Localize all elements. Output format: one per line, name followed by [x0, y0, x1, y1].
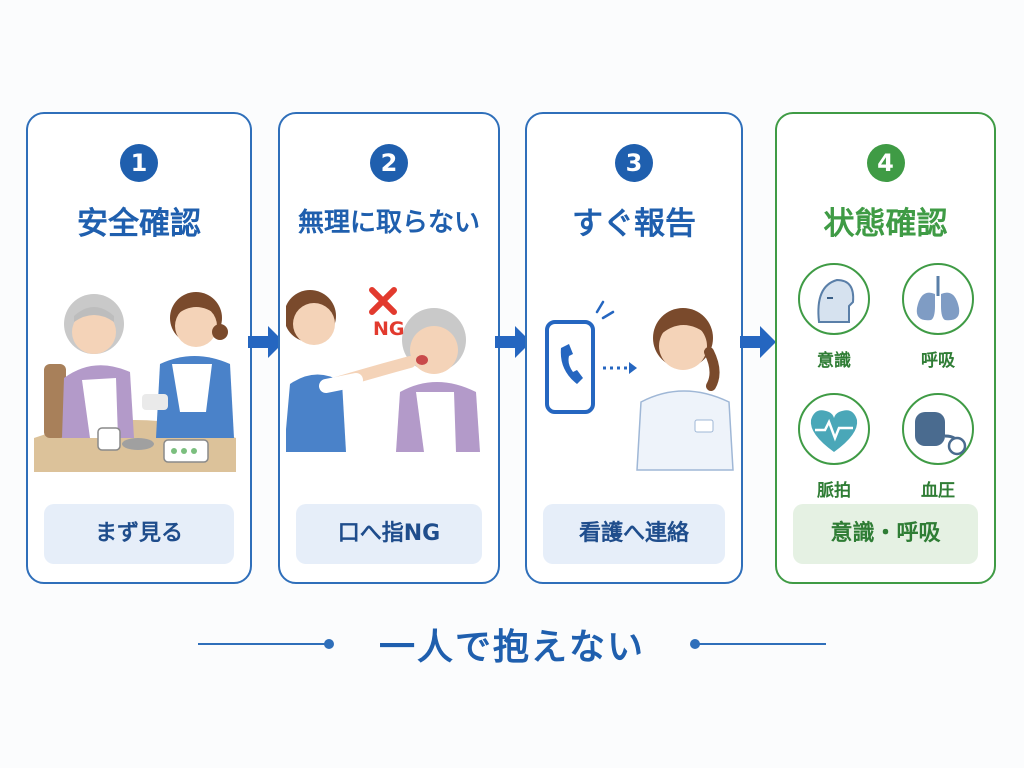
step-title: 安全確認 — [77, 206, 201, 242]
footer-line-right — [696, 643, 826, 645]
step-card-2: 2 無理に取らない NG 口へ指NG — [278, 112, 500, 584]
arrow-right-icon — [495, 326, 531, 358]
footer-dot-left — [324, 639, 334, 649]
footer-line-left — [198, 643, 328, 645]
ng-mark: NG — [373, 318, 405, 340]
step-caption: 看護へ連絡 — [543, 504, 725, 564]
step-number-badge: 3 — [615, 144, 653, 182]
no-finger-in-mouth-illustration — [286, 287, 480, 452]
vital-label: 脈拍 — [817, 481, 851, 501]
consciousness-head-icon — [798, 263, 870, 335]
arrow-right-icon — [740, 326, 776, 358]
step-title: 状態確認 — [823, 206, 948, 242]
step-card-4: 4 状態確認 意識 呼吸 脈拍 血圧 意識・呼吸 — [775, 112, 996, 584]
step-title: すぐ報告 — [572, 206, 696, 242]
footer-dot-right — [690, 639, 700, 649]
step-caption: 意識・呼吸 — [793, 504, 978, 564]
vital-label: 血圧 — [921, 481, 955, 501]
step-card-1: 1 安全確認 まず見る — [26, 112, 252, 584]
heartbeat-icon — [798, 393, 870, 465]
step-number-badge: 2 — [370, 144, 408, 182]
step-number-badge: 4 — [866, 144, 905, 182]
caregiver-checking-resident-illustration — [34, 292, 236, 472]
footer-message: 一人で抱えない — [378, 627, 645, 668]
lungs-icon — [902, 263, 974, 335]
step-number-badge: 1 — [120, 144, 158, 182]
vital-label: 呼吸 — [921, 351, 955, 371]
step-caption: 口へ指NG — [296, 504, 482, 564]
vital-label: 意識 — [817, 351, 851, 371]
step-card-3: 3 すぐ報告 看護へ連絡 — [525, 112, 743, 584]
phone-call-to-nurse-illustration — [545, 300, 734, 471]
step-caption: まず見る — [44, 504, 234, 564]
arrow-right-icon — [248, 326, 284, 358]
step-title: 無理に取らない — [297, 208, 480, 238]
blood-pressure-icon — [902, 393, 974, 465]
